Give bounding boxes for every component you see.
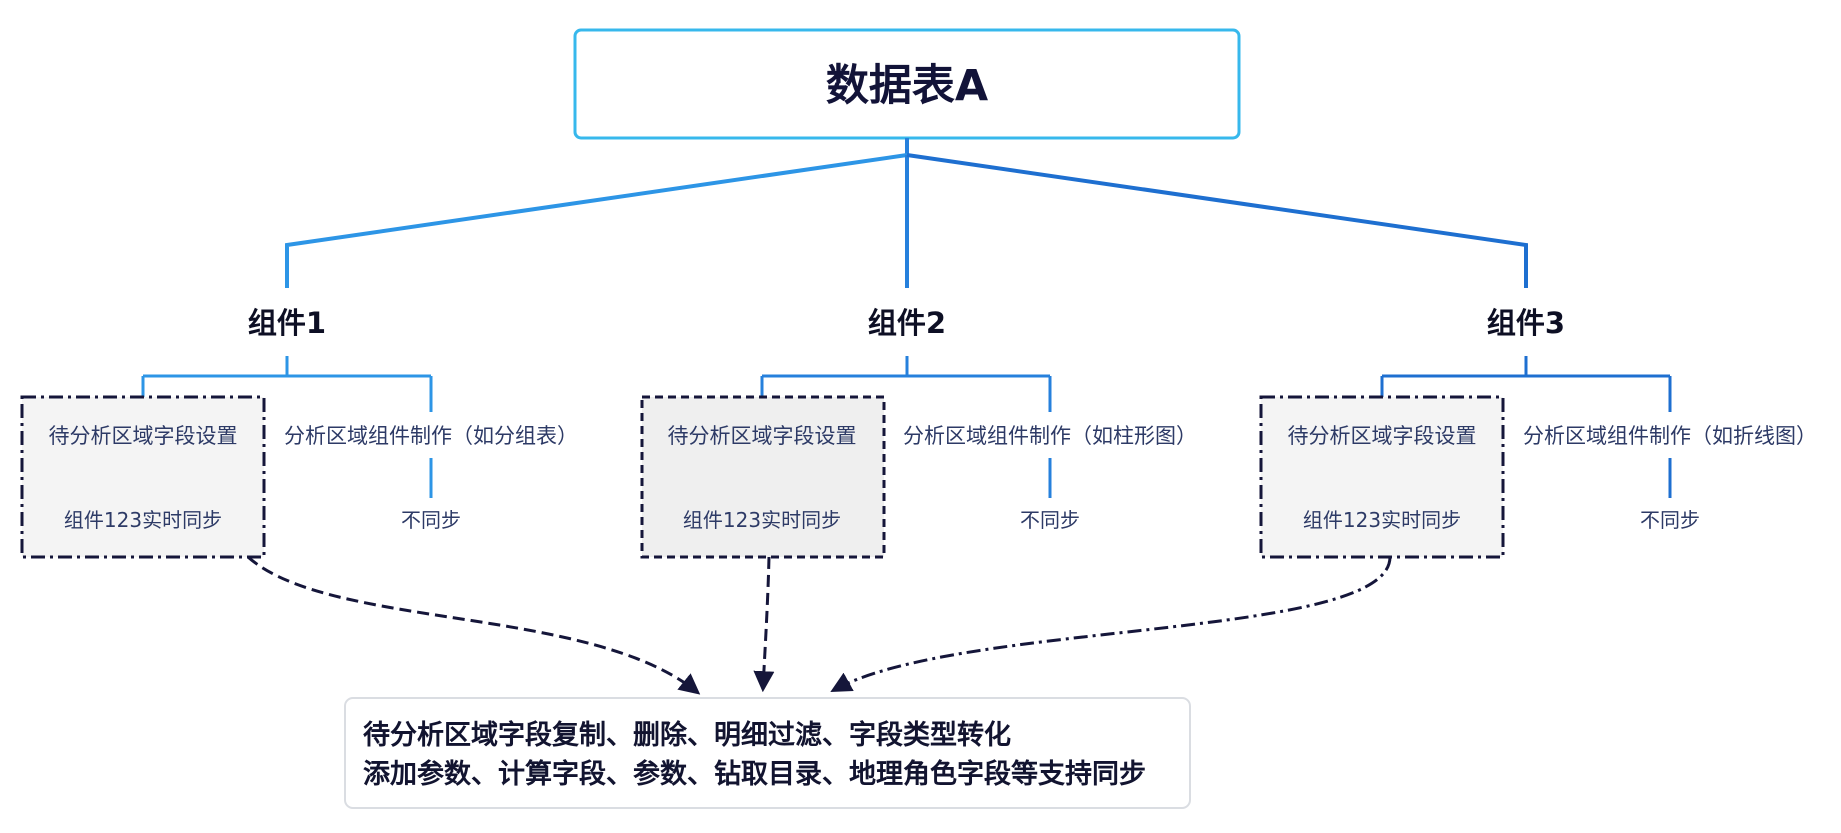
sync-note: 待分析区域字段复制、删除、明细过滤、字段类型转化 添加参数、计算字段、参数、钻取… bbox=[344, 697, 1191, 809]
component-3-chart-label: 分析区域组件制作（如折线图） bbox=[1523, 424, 1817, 448]
component-3-title: 组件3 bbox=[1487, 306, 1565, 340]
arrow-from-component-3 bbox=[830, 556, 1392, 693]
component-3-settings-label: 待分析区域字段设置 bbox=[1288, 424, 1477, 448]
sync-arrows bbox=[247, 555, 1392, 695]
arrow-from-component-2 bbox=[753, 556, 775, 693]
connector-to-component-3 bbox=[906, 153, 1528, 288]
component-1-nosync-label: 不同步 bbox=[401, 508, 461, 532]
root-connectors bbox=[285, 138, 1528, 288]
component-2-nosync-label: 不同步 bbox=[1020, 508, 1080, 532]
component-3: 组件3 待分析区域字段设置 组件123实时同步 分析区域组件制作（如折线图） 不… bbox=[1259, 306, 1817, 559]
component-3-sync-label: 组件123实时同步 bbox=[1303, 508, 1461, 532]
component-1-sync-label: 组件123实时同步 bbox=[64, 508, 222, 532]
component-2-sync-group bbox=[640, 395, 886, 559]
sync-note-line-1: 待分析区域字段复制、删除、明细过滤、字段类型转化 bbox=[363, 719, 1011, 751]
component-3-sync-group bbox=[1259, 395, 1505, 559]
component-3-nosync-label: 不同步 bbox=[1640, 508, 1700, 532]
component-2-sync-label: 组件123实时同步 bbox=[683, 508, 841, 532]
component-2-title: 组件2 bbox=[868, 306, 946, 340]
component-2: 组件2 待分析区域字段设置 组件123实时同步 分析区域组件制作（如柱形图） 不… bbox=[640, 306, 1197, 559]
root-title: 数据表A bbox=[826, 61, 989, 111]
connector-to-component-1 bbox=[285, 153, 908, 288]
component-2-chart-label: 分析区域组件制作（如柱形图） bbox=[903, 424, 1197, 448]
component-1-settings-label: 待分析区域字段设置 bbox=[49, 424, 238, 448]
component-1-title: 组件1 bbox=[248, 306, 326, 340]
arrow-from-component-1 bbox=[247, 555, 701, 695]
component-2-settings-label: 待分析区域字段设置 bbox=[668, 424, 857, 448]
root-node: 数据表A bbox=[573, 28, 1241, 140]
component-1-sync-group bbox=[20, 395, 266, 559]
component-1-chart-label: 分析区域组件制作（如分组表） bbox=[284, 424, 578, 448]
sync-note-box bbox=[344, 697, 1191, 809]
component-1: 组件1 待分析区域字段设置 组件123实时同步 分析区域组件制作（如分组表） 不… bbox=[20, 306, 578, 559]
sync-note-line-2: 添加参数、计算字段、参数、钻取目录、地理角色字段等支持同步 bbox=[363, 758, 1146, 790]
